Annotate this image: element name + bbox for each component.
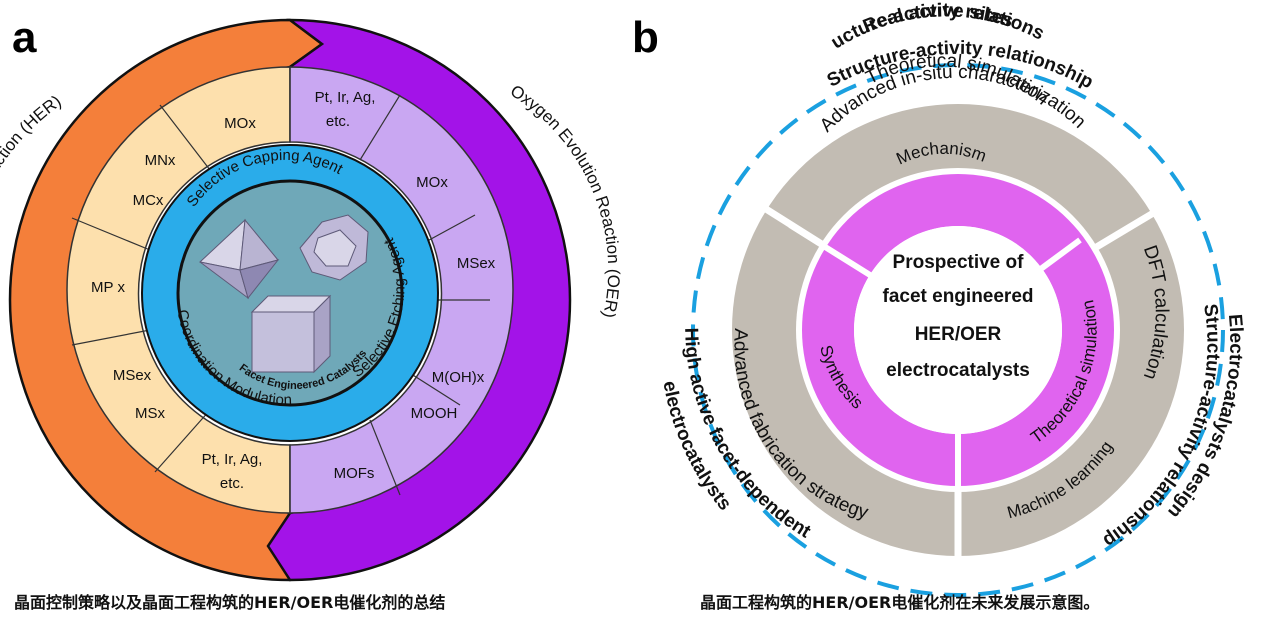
oer-cell-ring (289, 66, 514, 514)
oer-cell-mox: MOx (416, 174, 448, 191)
oer-cell-noble: Pt, Ir, Ag, (315, 89, 376, 106)
panel-b-letter: b (632, 13, 659, 62)
her-cells: MOx MNx MCx MP x MSex MSx Pt, Ir, Ag, et… (91, 115, 262, 492)
oer-cell-moh: M(OH)x (432, 369, 485, 386)
her-cell-mpx: MP x (91, 279, 125, 296)
oer-cells: Pt, Ir, Ag, etc. MOx MSex M(OH)x MOOH MO… (315, 89, 496, 482)
oer-cell-mooh: MOOH (411, 405, 458, 422)
outer-dashed-ring (691, 63, 1225, 597)
cube-icon (250, 294, 332, 374)
caption-a: 晶面控制策略以及晶面工程构筑的HER/OER电催化剂的总结 (14, 593, 446, 612)
her-cell-mnx: MNx (145, 152, 176, 169)
center-line-3: HER/OER (915, 324, 1002, 345)
oer-cell-etc: etc. (326, 113, 350, 130)
magenta-ring (788, 174, 1114, 500)
oer-cell-mofs: MOFs (334, 465, 375, 482)
octahedron-icon (198, 218, 280, 300)
center-line-1: Prospective of (893, 252, 1025, 273)
center-line-4: electrocatalysts (886, 360, 1030, 381)
center-label: Prospective of facet engineered HER/OER … (883, 252, 1034, 381)
oer-cell-msex: MSex (457, 255, 496, 272)
her-cell-mcx: MCx (133, 192, 164, 209)
her-cell-msx: MSx (135, 405, 166, 422)
her-cell-msex: MSex (113, 367, 152, 384)
her-cell-noble: Pt, Ir, Ag, (202, 451, 263, 468)
dodecahedron-icon (299, 214, 369, 281)
her-cell-etc: etc. (220, 475, 244, 492)
her-cell-mox: MOx (224, 115, 256, 132)
cell-dividers (71, 67, 490, 513)
center-line-2: facet engineered (883, 286, 1034, 307)
her-cell-ring (66, 66, 291, 514)
caption-b: 晶面工程构筑的HER/OER电催化剂在未来发展示意图。 (700, 593, 1100, 612)
panel-a-letter: a (12, 13, 37, 62)
